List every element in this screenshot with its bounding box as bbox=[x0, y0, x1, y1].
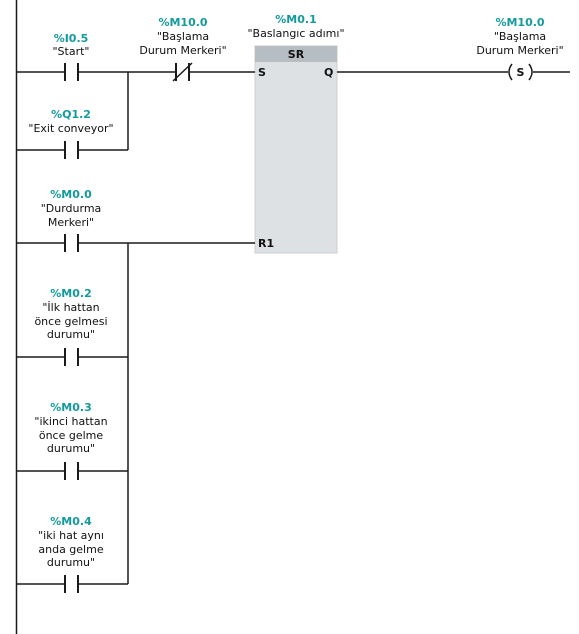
contact-exit-conveyor-symbol: "Exit conveyor" bbox=[28, 122, 114, 135]
sr-block[interactable] bbox=[254, 45, 338, 254]
contact-iki-hat-address: %M0.4 bbox=[50, 515, 92, 528]
contact-durdurma-merkeri[interactable] bbox=[64, 234, 79, 252]
contact-iki-hat-symbol: "iki hat aynı anda gelme durumu" bbox=[38, 529, 104, 569]
contact-ilk-hattan-symbol: "İlk hattan önce gelmesi durumu" bbox=[34, 301, 108, 341]
rung-1-wires bbox=[16, 71, 570, 585]
contact-durdurma-address: %M0.0 bbox=[50, 188, 92, 201]
sr-block-title: SR bbox=[287, 48, 305, 61]
contact-start-symbol: "Start" bbox=[52, 45, 90, 58]
contact-ikinci-hattan-symbol: "ikinci hattan önce gelme durumu" bbox=[34, 415, 108, 455]
contact-iki-hat[interactable] bbox=[64, 575, 79, 593]
contact-exit-conveyor[interactable] bbox=[64, 141, 79, 159]
contact-start-address: %I0.5 bbox=[53, 32, 89, 45]
contact-exit-conveyor-address: %Q1.2 bbox=[51, 108, 91, 121]
contact-start[interactable] bbox=[64, 63, 79, 81]
coil-symbol: "Başlama Durum Merkeri" bbox=[476, 30, 564, 57]
contact-ilk-hattan[interactable] bbox=[64, 348, 79, 366]
contact-ikinci-hattan[interactable] bbox=[64, 462, 79, 480]
contact-baslama-address: %M10.0 bbox=[158, 16, 208, 29]
contact-baslama-merkeri-nc[interactable] bbox=[172, 62, 193, 82]
coil-address: %M10.0 bbox=[495, 16, 545, 29]
sr-pin-s: S bbox=[258, 66, 266, 79]
contact-ilk-hattan-address: %M0.2 bbox=[50, 287, 92, 300]
contact-ikinci-hattan-address: %M0.3 bbox=[50, 401, 92, 414]
sr-block-symbol: "Baslangıc adımı" bbox=[247, 27, 345, 40]
sr-pin-q: Q bbox=[324, 66, 334, 79]
sr-block-address: %M0.1 bbox=[275, 13, 317, 26]
set-coil-glyph: S bbox=[517, 66, 525, 79]
contact-durdurma-symbol: "Durdurma Merkeri" bbox=[40, 202, 102, 229]
set-coil[interactable] bbox=[508, 63, 533, 81]
contact-baslama-symbol: "Başlama Durum Merkeri" bbox=[139, 30, 227, 57]
sr-pin-r1: R1 bbox=[258, 237, 275, 250]
